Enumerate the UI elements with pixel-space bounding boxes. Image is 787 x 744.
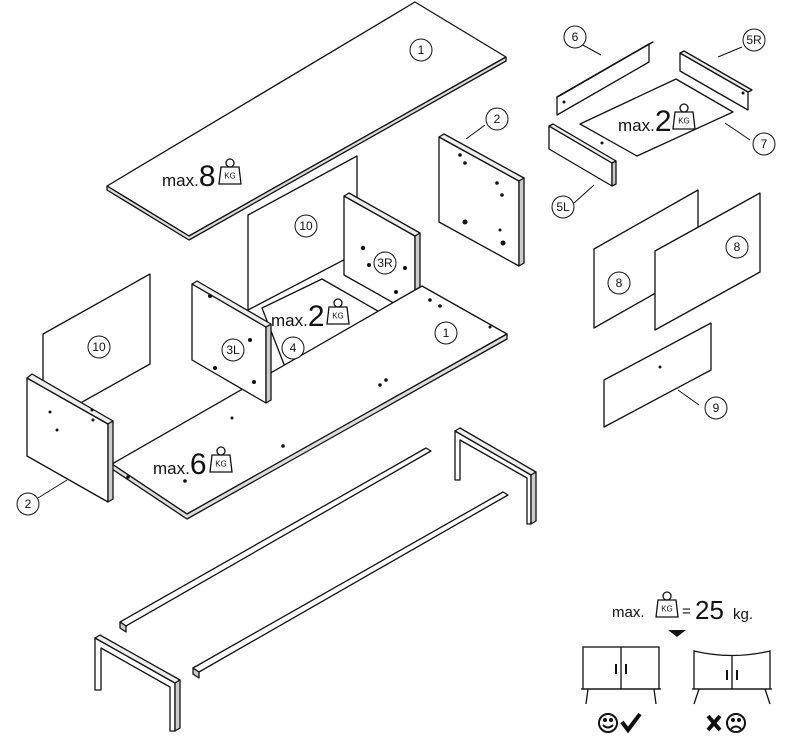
part-label-2-right: 2 [485, 107, 509, 131]
part-label-10-left: 10 [87, 335, 111, 359]
check-mark-icon [620, 712, 642, 734]
cabinet-overloaded [692, 650, 772, 705]
side-panel-left [26, 373, 114, 503]
svg-text:KG: KG [661, 605, 673, 614]
svg-text:max.2: max.2 [271, 300, 325, 333]
leg-frame-front [94, 634, 181, 732]
part-label-1-bottom: 1 [434, 321, 458, 345]
weight-kg-icon: KG [218, 158, 242, 185]
svg-text:=: = [682, 603, 691, 620]
load-label-top: max.8 KG [162, 158, 242, 193]
svg-text:10: 10 [92, 340, 106, 354]
side-panel-right [438, 133, 525, 267]
svg-text:25: 25 [695, 595, 724, 625]
part-label-4: 4 [281, 336, 305, 360]
svg-text:1: 1 [443, 326, 450, 340]
drawer-front-6 [556, 41, 654, 116]
drawer-side-5r [679, 50, 753, 111]
rail-back [119, 447, 432, 633]
svg-text:KG: KG [678, 117, 690, 126]
drawer-bottom-7 [579, 78, 734, 157]
smiley-face-icon [598, 713, 618, 733]
leg-frame-back [454, 427, 537, 525]
part-label-2-left: 2 [16, 492, 40, 516]
part-label-1-top: 1 [409, 38, 433, 62]
door-right [654, 192, 761, 331]
part-label-3l: 3L [221, 338, 245, 362]
total-load-notice: max. KG = 25 kg. [612, 591, 753, 637]
part-label-5l: 5L [551, 195, 575, 219]
top-panel [106, 1, 507, 241]
svg-text:3R: 3R [377, 256, 393, 270]
rail-front [192, 491, 509, 679]
drawer-front-9 [603, 322, 712, 428]
part-label-8-right: 8 [725, 235, 749, 259]
part-labels: 1 2 10 3R 4 3L 1 10 [16, 25, 776, 516]
svg-text:1: 1 [418, 43, 425, 57]
sad-face-icon [726, 713, 746, 733]
svg-text:6: 6 [572, 30, 579, 44]
part-label-8-left: 8 [607, 271, 631, 295]
svg-text:KG: KG [215, 460, 227, 469]
svg-text:max.: max. [612, 604, 645, 621]
svg-text:2: 2 [494, 112, 501, 126]
arrow-down-icon [668, 630, 686, 637]
cross-mark-icon [706, 714, 722, 732]
svg-text:5R: 5R [746, 33, 762, 47]
weight-kg-icon: KG [209, 446, 233, 473]
cabinet-correct [581, 646, 661, 705]
svg-text:kg.: kg. [733, 606, 753, 623]
drill-holes [48, 91, 745, 483]
svg-text:5L: 5L [556, 200, 570, 214]
part-label-9: 9 [704, 396, 728, 420]
weight-kg-icon: KG [655, 591, 679, 618]
svg-text:10: 10 [299, 219, 313, 233]
part-label-3r: 3R [373, 251, 397, 275]
svg-text:9: 9 [713, 401, 720, 415]
svg-text:8: 8 [734, 240, 741, 254]
part-label-5r: 5R [742, 28, 766, 52]
svg-text:3L: 3L [226, 343, 240, 357]
svg-text:KG: KG [224, 172, 236, 181]
part-label-10-center: 10 [294, 214, 318, 238]
svg-text:7: 7 [761, 137, 768, 151]
load-label-drawer: max.2 KG [618, 103, 696, 138]
svg-text:8: 8 [616, 276, 623, 290]
weight-kg-icon: KG [672, 103, 696, 130]
weight-kg-icon: KG [326, 298, 350, 325]
svg-text:max.2: max.2 [618, 105, 672, 138]
leader-lines [37, 43, 751, 499]
part-label-6: 6 [563, 25, 587, 49]
part-label-7: 7 [752, 132, 776, 156]
load-label-shelf: max.2 KG [271, 298, 350, 333]
load-label-bottom: max.6 KG [153, 446, 233, 481]
svg-text:KG: KG [332, 312, 344, 321]
svg-text:2: 2 [25, 497, 32, 511]
svg-text:4: 4 [290, 341, 297, 355]
drawer-side-5l [548, 123, 617, 187]
svg-text:max.6: max.6 [153, 448, 207, 481]
svg-text:max.8: max.8 [162, 160, 216, 193]
